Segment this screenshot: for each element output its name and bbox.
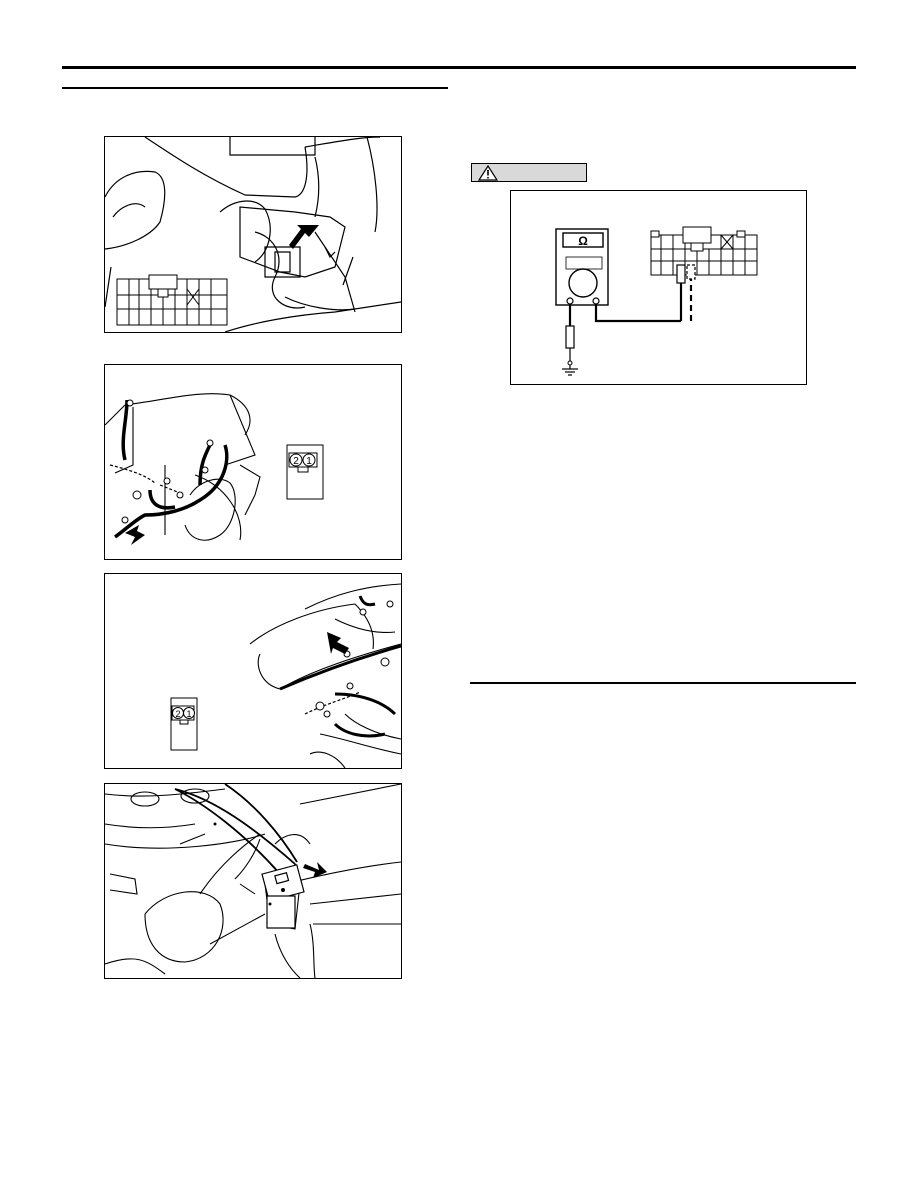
connector-arrow-icon xyxy=(125,525,145,545)
connector-pin-2: 2 xyxy=(293,456,299,467)
figure-connector-location xyxy=(104,136,402,333)
connector-arrow-icon xyxy=(327,632,349,654)
figure-connector-removal xyxy=(104,783,402,979)
warning-triangle-icon xyxy=(478,165,498,181)
caution-box xyxy=(471,163,587,182)
ohmmeter-illustration: Ω xyxy=(555,226,758,376)
left-column-rule xyxy=(62,87,448,89)
dash-connector-illustration xyxy=(105,137,401,332)
connector-pin-1: 1 xyxy=(186,709,191,719)
header-rule-thick xyxy=(62,66,856,69)
ohm-symbol: Ω xyxy=(578,234,588,248)
connector-removal-illustration xyxy=(105,784,401,978)
connector-pin-2: 2 xyxy=(175,709,180,719)
right-column-rule xyxy=(470,682,856,684)
figure-ohmmeter-check: Ω xyxy=(510,190,807,385)
connector-arrow-icon xyxy=(303,862,327,878)
harness-rear-illustration: 2 1 xyxy=(170,583,401,768)
figure-harness-side: 2 1 xyxy=(104,364,402,560)
figure-harness-rear: 2 1 xyxy=(104,573,402,769)
connector-pin-1: 1 xyxy=(306,456,312,467)
connector-arrow-icon xyxy=(289,225,319,249)
harness-side-illustration: 2 1 xyxy=(105,393,324,545)
